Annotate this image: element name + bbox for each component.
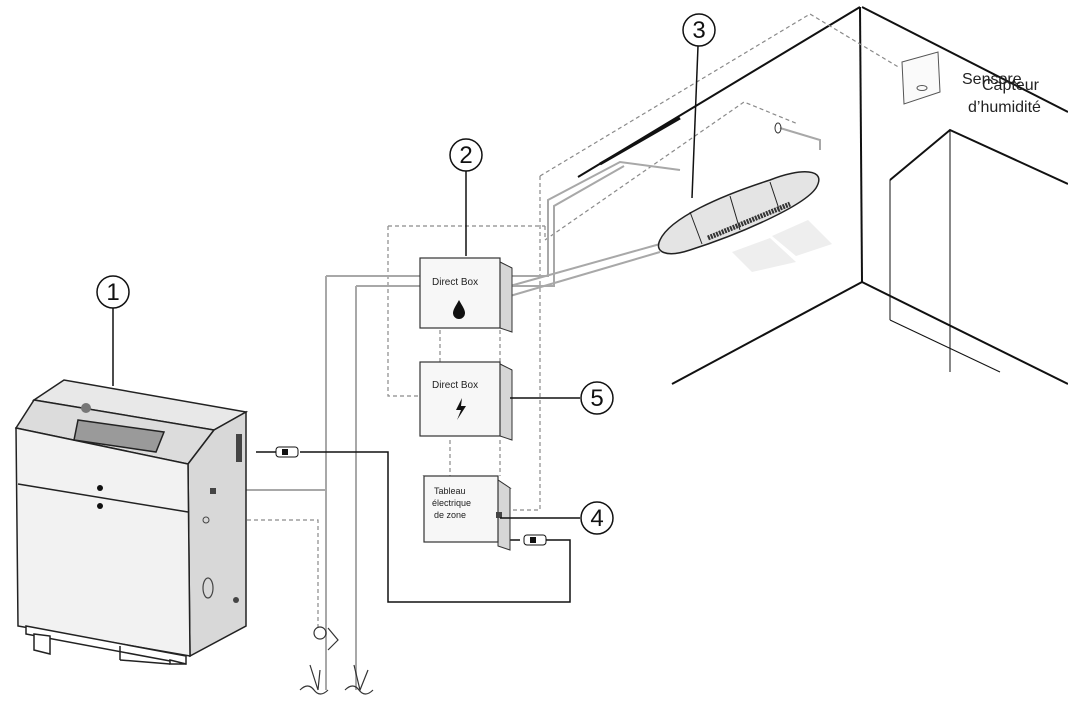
callout-5-number: 5 (590, 385, 603, 412)
dashed-control-wires (205, 13, 901, 630)
direct-box-power (419, 361, 513, 441)
sensor-label-line2: d’humidité (968, 99, 1041, 116)
direct-box-water (419, 257, 513, 333)
room-walls (577, 6, 1068, 385)
humidifier-unit-details (81, 403, 242, 603)
water-pipes (212, 127, 821, 690)
humidity-sensor (901, 51, 941, 105)
callout-1-number: 1 (106, 279, 119, 306)
water-drop-icon (453, 300, 465, 319)
callout-3-number: 3 (692, 17, 705, 44)
direct-box-power-label: Direct Box (432, 380, 478, 391)
zone-panel-label-line2: électrique (432, 498, 471, 508)
callout-4-number: 4 (590, 505, 603, 532)
connector-plugs (275, 446, 547, 546)
callout-4: 4 (580, 501, 614, 535)
steam-distributor (657, 122, 832, 272)
callout-2: 2 (449, 138, 483, 172)
zone-electrical-panel (422, 475, 512, 551)
zone-panel-label-line1: Tableau (434, 486, 466, 496)
signal-cable (256, 451, 571, 603)
sensor-label-line1: Capteur (982, 77, 1040, 94)
sensor-label-overlap: Sensore (962, 71, 1022, 88)
callout-1: 1 (96, 275, 130, 309)
drain-outlets (299, 626, 374, 695)
callout-2-number: 2 (459, 142, 472, 169)
humidifier-unit (14, 379, 249, 665)
callout-leaders (112, 45, 699, 519)
zone-panel-label-line3: de zone (434, 510, 466, 520)
callout-5: 5 (580, 381, 614, 415)
direct-box-water-label: Direct Box (432, 277, 478, 288)
lightning-bolt-icon (456, 398, 466, 420)
callout-3: 3 (682, 13, 716, 47)
